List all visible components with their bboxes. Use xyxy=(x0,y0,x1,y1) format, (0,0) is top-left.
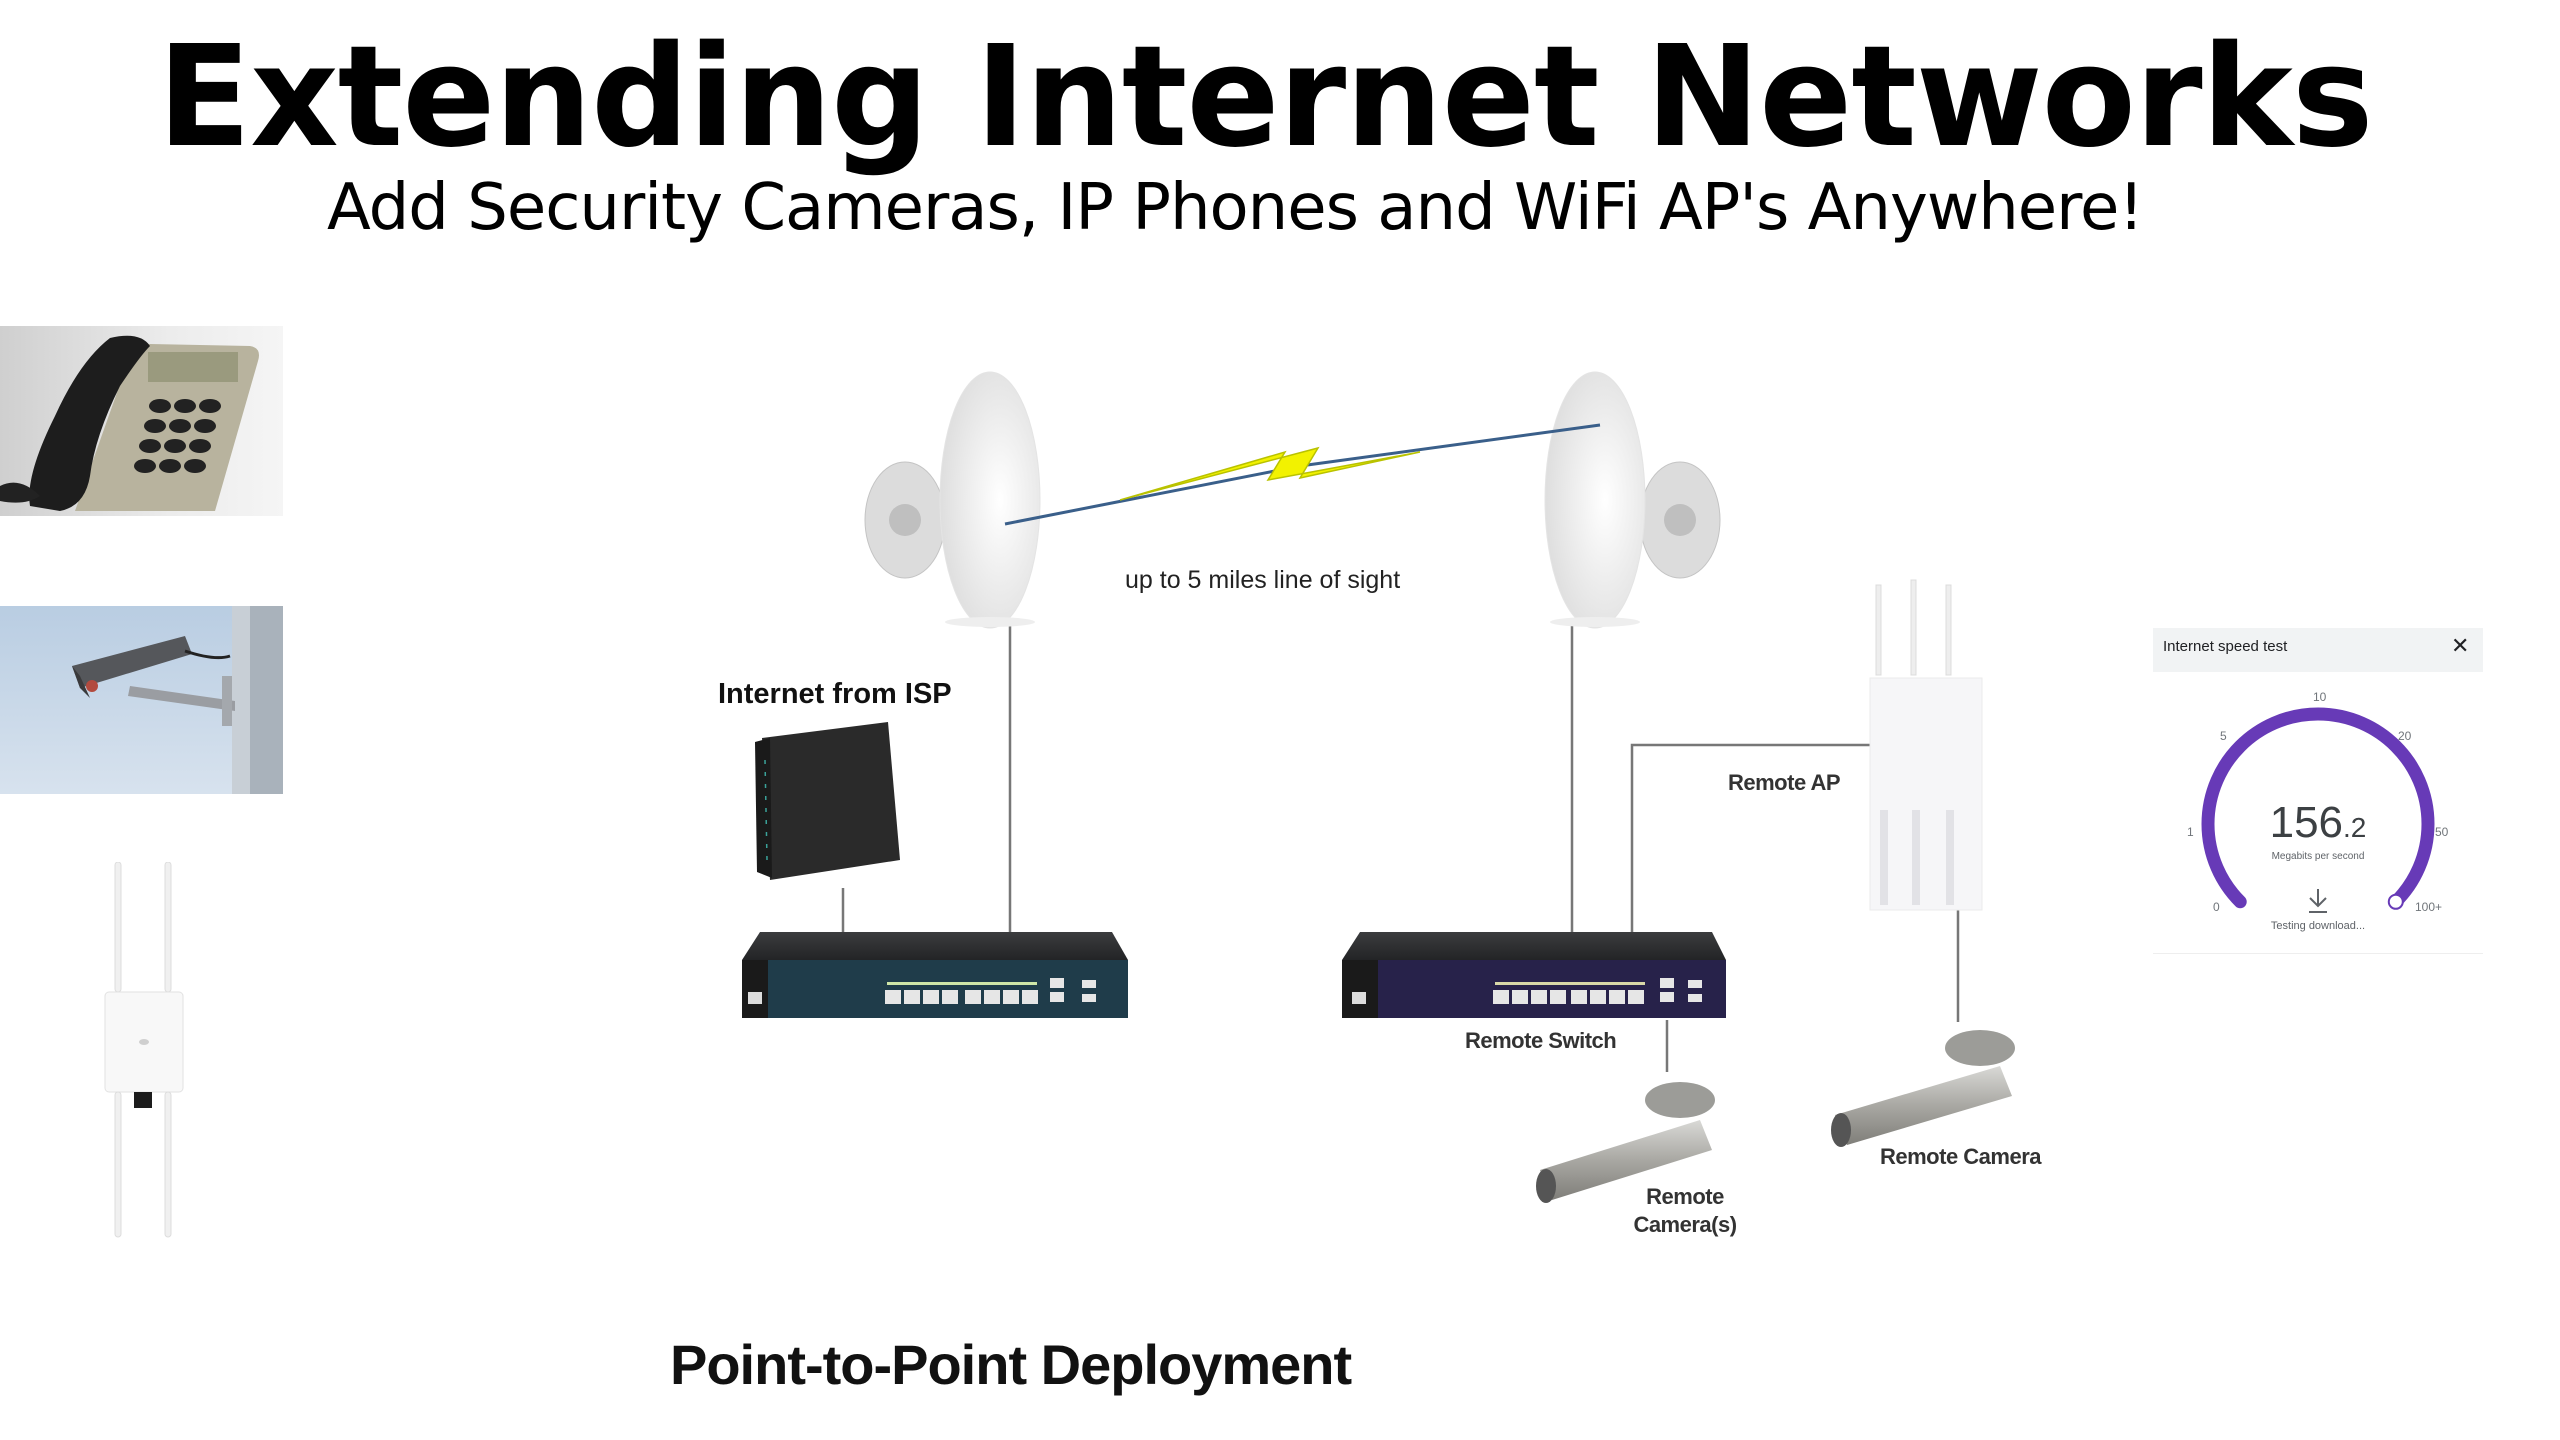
gauge-tick-20: 20 xyxy=(2398,729,2412,743)
security-camera-icon xyxy=(72,606,283,794)
outdoor-ap-icon xyxy=(104,862,184,1238)
remote-switch-label: Remote Switch xyxy=(1465,1028,1617,1053)
security-camera-photo xyxy=(0,606,283,794)
page-title: Extending Internet Networks xyxy=(157,16,2373,179)
speed-value-integer: 156 xyxy=(2269,798,2344,847)
isp-label: Internet from ISP xyxy=(718,678,952,710)
cables xyxy=(841,620,1960,1072)
remote-ap-icon xyxy=(1869,579,1983,911)
remote-camera-icon xyxy=(1831,1030,2015,1147)
remote-cameras-label: Remote Camera(s) xyxy=(1630,1183,1740,1239)
remote-cameras-label-line2: Camera(s) xyxy=(1633,1212,1737,1237)
isp-switch-icon xyxy=(742,932,1128,1018)
ip-phone-icon xyxy=(0,335,259,511)
speed-test-status: Testing download... xyxy=(2270,920,2366,932)
speed-test-header: Internet speed test ✕ xyxy=(2153,628,2483,672)
remote-camera-label: Remote Camera xyxy=(1880,1144,2042,1169)
speed-gauge-arc xyxy=(2201,707,2435,909)
isp-modem-icon xyxy=(755,722,900,880)
remote-cameras-label-line1: Remote xyxy=(1646,1184,1724,1209)
outdoor-ap-photo xyxy=(90,862,200,1242)
speed-test-panel: Internet speed test ✕ 10 5 20 1 50 0 100… xyxy=(2153,628,2483,958)
page-subtitle: Add Security Cameras, IP Phones and WiFi… xyxy=(326,171,2144,245)
speed-test-divider xyxy=(2153,953,2483,954)
speed-value-decimal: .2 xyxy=(2343,812,2367,843)
download-icon xyxy=(2309,889,2327,913)
link-distance-label: up to 5 miles line of sight xyxy=(1125,566,1401,594)
gauge-tick-50: 50 xyxy=(2435,825,2449,839)
close-icon[interactable]: ✕ xyxy=(2451,634,2470,659)
speed-gauge xyxy=(2201,707,2435,910)
lightning-icon xyxy=(1119,446,1421,501)
left-bridge-antenna-icon xyxy=(864,371,1041,629)
wireless-link xyxy=(1004,423,1601,526)
right-bridge-antenna-icon xyxy=(1544,371,1721,629)
speed-value: 156.2 xyxy=(2153,798,2483,848)
remote-cameras-icon xyxy=(1536,1082,1715,1203)
gauge-tick-5: 5 xyxy=(2220,729,2227,743)
speed-gauge-knob xyxy=(2387,893,2404,910)
cable-switch-to-ap xyxy=(1630,743,1870,932)
deployment-caption: Point-to-Point Deployment xyxy=(670,1333,1352,1396)
remote-switch-icon xyxy=(1342,932,1726,1018)
gauge-tick-10: 10 xyxy=(2313,690,2327,704)
gauge-tick-1: 1 xyxy=(2187,825,2194,839)
ip-phone-photo xyxy=(0,326,283,516)
gauge-tick-100: 100+ xyxy=(2415,900,2443,914)
remote-ap-label: Remote AP xyxy=(1728,770,1841,795)
gauge-tick-0: 0 xyxy=(2213,900,2220,914)
speed-test-title: Internet speed test xyxy=(2163,638,2288,655)
speed-unit: Megabits per second xyxy=(2271,851,2365,862)
